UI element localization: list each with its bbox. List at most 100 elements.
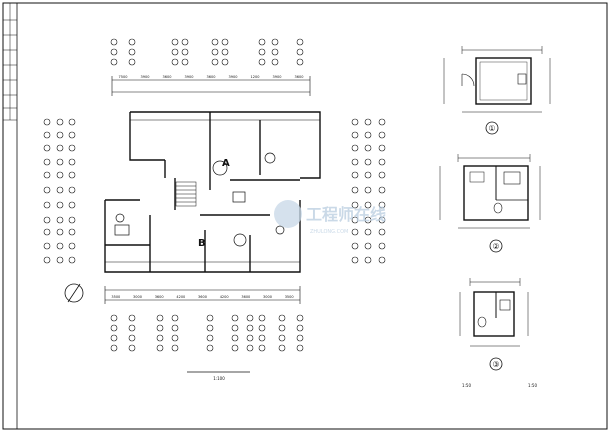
axis-bubble [128,344,136,352]
dimension-label: 3000 [263,295,272,299]
axis-bubble [364,118,372,126]
axis-bubble [364,131,372,139]
axis-bubble [156,334,164,342]
axis-bubble [110,314,118,322]
axis-bubble [206,334,214,342]
axis-bubble [56,158,64,166]
bottom-axis-bubbles [110,314,304,352]
watermark-sub: ZHULONG.COM [310,229,348,235]
axis-bubble [43,144,51,152]
axis-bubble [246,344,254,352]
detail-3: ③ 1:50 1:50 [459,278,537,388]
axis-bubble [258,334,266,342]
axis-bubble [171,324,179,332]
axis-bubble [56,144,64,152]
axis-bubble [110,344,118,352]
axis-bubble [271,38,279,46]
right-axis-bubbles [351,118,386,264]
axis-bubble [364,171,372,179]
left-axis-bubbles [43,118,76,264]
axis-bubble [56,228,64,236]
axis-bubble [110,38,118,46]
axis-bubble [43,228,51,236]
axis-bubble [110,58,118,66]
axis-bubble [68,228,76,236]
detail-2: ② [439,154,541,253]
axis-bubble [56,131,64,139]
dimension-label: 3500 [285,295,294,299]
axis-bubble [258,48,266,56]
axis-bubble [56,256,64,264]
axis-bubble [221,48,229,56]
axis-bubble [56,186,64,194]
detail-2-label: ② [492,242,499,251]
axis-bubble [221,38,229,46]
axis-bubble [68,144,76,152]
axis-bubble [278,344,286,352]
axis-bubble [56,216,64,224]
axis-bubble [378,201,386,209]
axis-bubble [43,158,51,166]
axis-bubble [364,228,372,236]
axis-bubble [258,314,266,322]
title-block [2,2,18,430]
dimension-label: 3900 [273,75,282,79]
axis-bubble [181,48,189,56]
axis-bubble [68,171,76,179]
watermark: 工程师在线 ZHULONG.COM [274,200,386,235]
axis-bubble [378,118,386,126]
axis-bubble [351,118,359,126]
axis-bubble [43,256,51,264]
axis-bubble [56,201,64,209]
axis-bubble [156,324,164,332]
axis-bubble [364,242,372,250]
scale-caption: 1:100 [213,376,225,381]
axis-bubble [378,186,386,194]
axis-bubble [43,242,51,250]
axis-bubble [351,242,359,250]
axis-bubble [43,118,51,126]
axis-bubble [378,144,386,152]
dimension-label: 3600 [155,295,164,299]
axis-bubble [231,314,239,322]
dimension-label: 3900 [141,75,150,79]
axis-bubble [68,186,76,194]
detail-1: ① [443,46,551,135]
zone-a-label: A [222,158,230,169]
axis-bubble [110,334,118,342]
axis-bubble [271,48,279,56]
axis-bubble [171,314,179,322]
axis-bubble [181,58,189,66]
axis-bubble [231,344,239,352]
axis-bubble [128,38,136,46]
axis-bubble [181,38,189,46]
axis-bubble [68,158,76,166]
zone-b-label: B [198,238,206,249]
axis-bubble [296,324,304,332]
axis-bubble [68,201,76,209]
axis-bubble [351,256,359,264]
axis-bubble [258,344,266,352]
dimension-label: 3600 [241,295,250,299]
north-arrow [64,283,84,303]
dimension-label: 3600 [207,75,216,79]
axis-bubble [351,201,359,209]
axis-bubble [68,242,76,250]
dimension-label: 3900 [185,75,194,79]
axis-bubble [278,334,286,342]
axis-bubble [246,314,254,322]
axis-bubble [110,48,118,56]
dimension-label: 1200 [251,75,260,79]
axis-bubble [128,334,136,342]
building-walls [104,111,321,273]
axis-bubble [364,144,372,152]
dimension-label: 3500 [111,295,120,299]
axis-bubble [156,344,164,352]
watermark-main: 工程师在线 [306,205,386,224]
axis-bubble [128,314,136,322]
footer-right-text: 1:50 [528,383,537,388]
axis-bubble [171,58,179,66]
